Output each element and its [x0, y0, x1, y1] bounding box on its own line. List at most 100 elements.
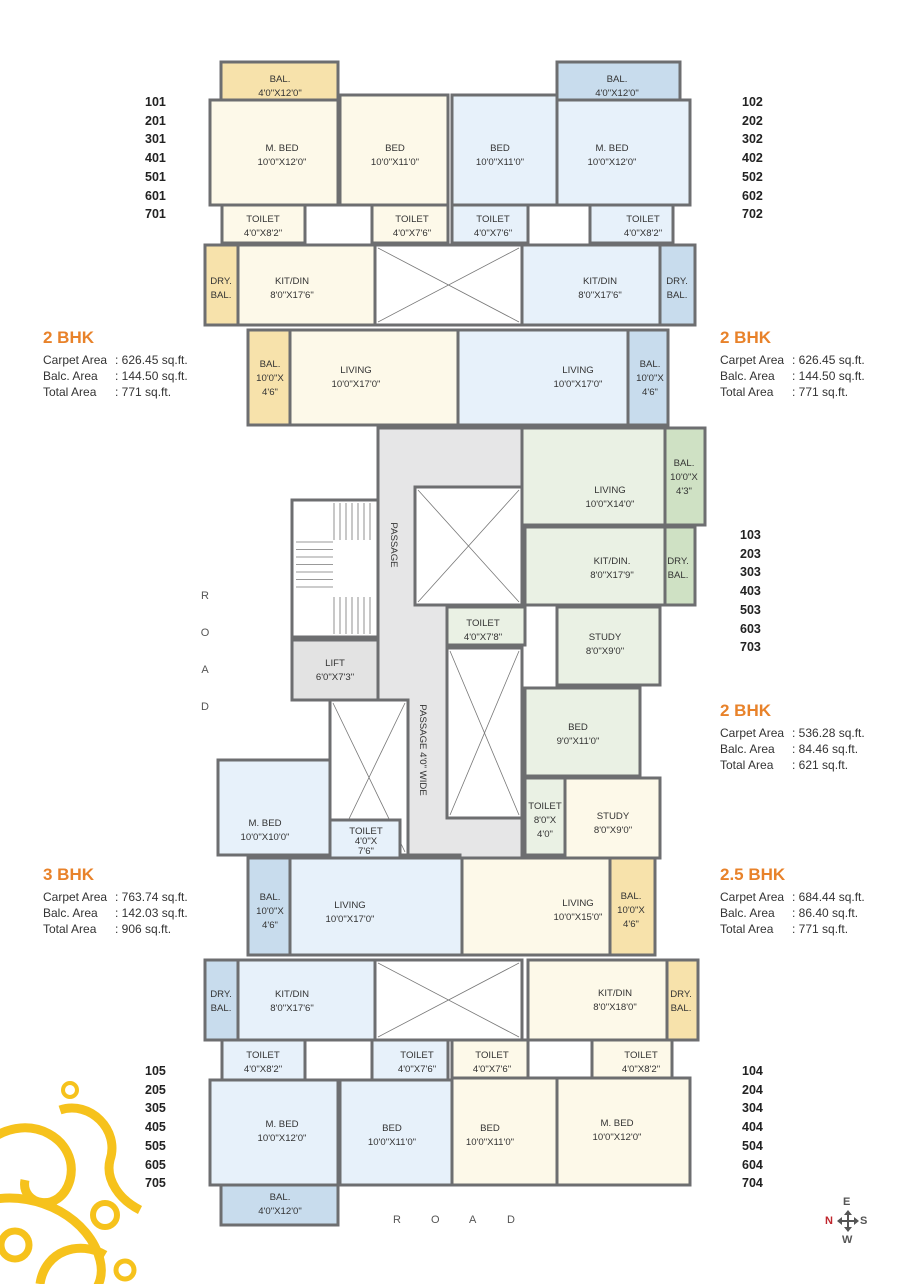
balcony	[246, 856, 292, 957]
carpet-area-value: : 763.74 sq.ft.	[115, 890, 188, 904]
unit-number: 402	[742, 151, 763, 166]
room-name: BED	[490, 143, 510, 154]
unit-number: 404	[742, 1120, 763, 1135]
carpet-area-row: Carpet Area : 763.74 sq.ft.	[43, 889, 188, 905]
room-name: TOILET	[528, 801, 562, 812]
room-dimension: 10'0"X17'0"	[332, 379, 381, 390]
room-dimension: 8'0"X9'0"	[594, 825, 632, 836]
room-name: M. BED	[265, 143, 298, 154]
room-name: TOILET	[246, 214, 280, 225]
room-dimension: 4'0"X8'2"	[622, 1064, 660, 1075]
balcony	[203, 958, 240, 1042]
unit-number: 604	[742, 1157, 763, 1172]
room-name: BED	[568, 722, 588, 733]
room-dimension: 10'0"X17'0"	[554, 379, 603, 390]
total-area-row: Total Area: 771 sq.ft.	[720, 921, 865, 937]
carpet-area-row: Carpet Area : 536.28 sq.ft.	[720, 725, 865, 741]
room	[216, 758, 332, 857]
shaft-cross-line	[377, 247, 520, 323]
balc-area-label: Balc. Area	[43, 906, 98, 920]
road-letter: R	[393, 1214, 401, 1226]
unit-number: 603	[740, 621, 761, 636]
room-dimension: 4'0"X7'8"	[464, 632, 502, 643]
room-dimension: 10'0"X15'0"	[554, 912, 603, 923]
room-dimension: BAL.	[667, 290, 688, 301]
carpet-area-value: : 626.45 sq.ft.	[792, 353, 865, 367]
compass: E W N S	[823, 1196, 873, 1248]
room	[338, 1078, 454, 1187]
unit-number: 505	[145, 1138, 166, 1153]
room	[563, 776, 662, 860]
room-name: M. BED	[595, 143, 628, 154]
room-name: TOILET	[624, 1050, 658, 1061]
room-name: DRY.	[210, 989, 232, 1000]
unit-number: 304	[742, 1101, 763, 1116]
unit-number: 103	[740, 528, 761, 542]
unit-number: 102	[742, 95, 763, 109]
road-letter: D	[507, 1214, 515, 1226]
unit-type-heading: 2 BHK	[43, 328, 95, 347]
room	[236, 958, 377, 1042]
room	[370, 203, 450, 245]
room-dimension: 4'0"X7'6"	[398, 1064, 436, 1075]
road-letter: D	[201, 701, 209, 713]
compass-west: W	[842, 1234, 853, 1246]
carpet-area-label: Carpet Area	[720, 726, 785, 740]
balcony	[663, 525, 697, 607]
room-dimension: 4'0"X7'6"	[393, 228, 431, 239]
unit-number: 305	[145, 1101, 166, 1116]
room	[450, 1076, 559, 1187]
room-name: LIVING	[562, 365, 593, 376]
room-dimension: 8'0"X9'0"	[586, 646, 624, 657]
room-name: BAL.	[621, 891, 642, 902]
road-letter: R	[201, 590, 209, 602]
unit-type-heading: 2 BHK	[720, 328, 772, 347]
room-name: STUDY	[597, 811, 630, 822]
unit-number: 104	[742, 1064, 763, 1078]
passage-label: PASSAGE	[388, 522, 399, 567]
carpet-area-label: Carpet Area	[720, 353, 785, 367]
balcony	[219, 1183, 340, 1227]
unit-number: 601	[145, 188, 166, 203]
room-name: TOILET	[476, 214, 510, 225]
room-dimension: 8'0"X17'6"	[270, 290, 314, 301]
unit-number: 504	[742, 1138, 763, 1153]
road-label-west: R O A D	[198, 578, 212, 726]
room-name: M. BED	[600, 1118, 633, 1129]
carpet-area-label: Carpet Area	[43, 890, 108, 904]
room	[555, 1076, 692, 1187]
room-dimension: BAL.	[211, 1003, 232, 1014]
total-area-label: Total Area	[43, 385, 97, 399]
balc-area-label: Balc. Area	[720, 742, 775, 756]
room	[236, 243, 377, 327]
total-area-value: : 771 sq.ft.	[115, 385, 172, 399]
total-area-value: : 771 sq.ft.	[792, 385, 849, 399]
unit-number: 303	[740, 565, 761, 580]
room-dimension: 4'0"X	[355, 836, 378, 847]
road-letter: A	[201, 664, 209, 676]
room-name: DRY.	[667, 556, 689, 567]
road-letter: A	[469, 1214, 477, 1226]
carpet-area-value: : 536.28 sq.ft.	[792, 726, 865, 740]
room	[523, 776, 567, 857]
room	[523, 686, 642, 778]
room-name: TOILET	[400, 1050, 434, 1061]
room-dimension: 10'0"X17'0"	[326, 914, 375, 925]
room-dimension: 4'0"X8'2"	[244, 228, 282, 239]
room-name: KIT/DIN	[275, 989, 309, 1000]
unit-number: 602	[742, 188, 763, 203]
unit-number: 301	[145, 132, 166, 147]
room-name: KIT/DIN	[275, 276, 309, 287]
room	[450, 1038, 530, 1080]
room-dimension: 4'0"X7'6"	[473, 1064, 511, 1075]
balc-area-value: : 142.03 sq.ft.	[115, 906, 188, 920]
balc-area-label: Balc. Area	[720, 369, 775, 383]
area-block-top-right: 2 BHK Carpet Area : 626.45 sq.ft. Balc. Are…	[720, 328, 865, 400]
room-dimension: 8'0"X17'6"	[578, 290, 622, 301]
room-dimension: 4'0"X7'6"	[474, 228, 512, 239]
unit-number: 501	[145, 169, 166, 184]
balc-area-row: Balc. Area: 144.50 sq.ft.	[43, 368, 188, 384]
unit-number: 702	[742, 207, 763, 222]
